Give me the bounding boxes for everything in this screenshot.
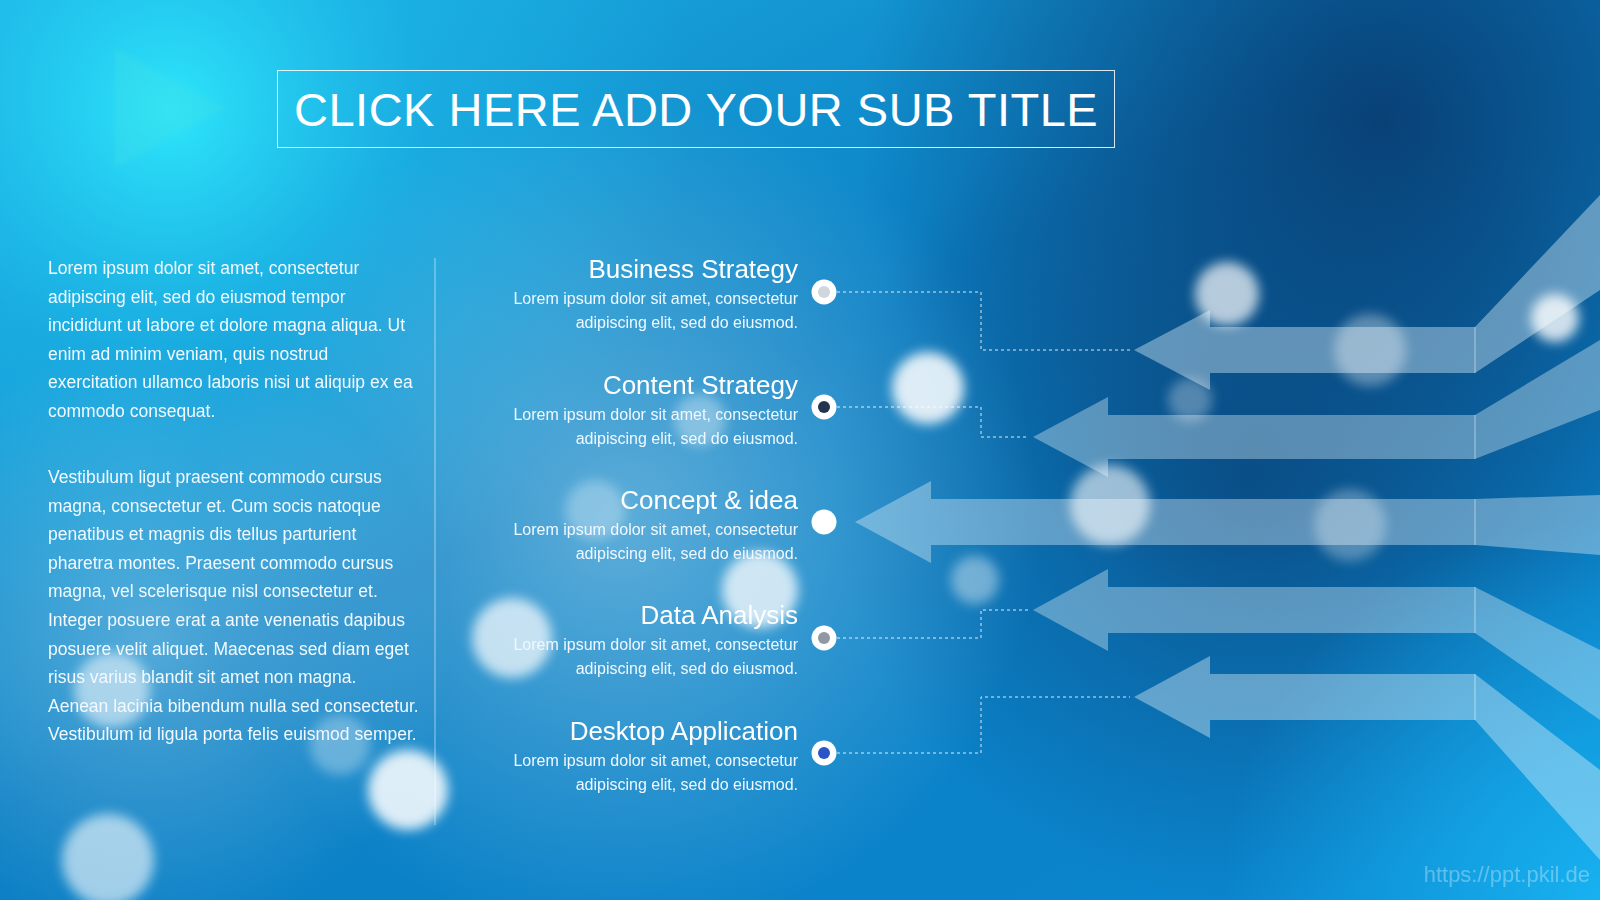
arrow-shape [1134, 195, 1600, 390]
dot-ring [812, 741, 837, 766]
dot-ring [812, 395, 837, 420]
marker-dot [812, 741, 837, 766]
item-description: Lorem ipsum dolor sit amet, consectetur … [480, 403, 798, 451]
leader-line [837, 610, 1029, 638]
leader-line [837, 292, 1130, 350]
marker-dot [812, 626, 837, 651]
bokeh-light [951, 556, 999, 604]
strategy-item: Business StrategyLorem ipsum dolor sit a… [476, 253, 798, 335]
watermark: https://ppt.pkil.de [1424, 862, 1590, 888]
dot-center [818, 632, 830, 644]
item-heading: Content Strategy [476, 369, 798, 401]
bokeh-light [1168, 378, 1212, 422]
dot-ring [812, 280, 837, 305]
bokeh-light [62, 814, 154, 900]
arrow-fold [1474, 499, 1476, 545]
arrow-fold [1474, 415, 1476, 459]
arrow-body [1134, 656, 1600, 860]
strategy-item: Data AnalysisLorem ipsum dolor sit amet,… [476, 599, 798, 681]
bokeh-light [1531, 294, 1579, 342]
item-heading: Data Analysis [476, 599, 798, 631]
item-description: Lorem ipsum dolor sit amet, consectetur … [480, 633, 798, 681]
marker-dot [812, 510, 837, 535]
strategy-item: Concept & ideaLorem ipsum dolor sit amet… [476, 484, 798, 566]
arrow-body [1033, 340, 1600, 477]
body-paragraph: Vestibulum ligut praesent commodo cursus… [48, 463, 420, 749]
dot-center [818, 401, 830, 413]
bokeh-light [1334, 314, 1406, 386]
title-box: CLICK HERE ADD YOUR SUB TITLE [277, 70, 1115, 148]
arrow-fold [1474, 674, 1476, 720]
arrow-shape [855, 481, 1600, 563]
body-paragraph: Lorem ipsum dolor sit amet, consectetur … [48, 254, 420, 426]
marker-dot [812, 280, 837, 305]
bokeh-light [310, 715, 370, 775]
bokeh-light [892, 352, 964, 424]
arrow-shape [1134, 656, 1600, 860]
item-heading: Desktop Application [476, 715, 798, 747]
bokeh-light [1195, 262, 1259, 326]
slide-title: CLICK HERE ADD YOUR SUB TITLE [294, 82, 1098, 137]
marker-dot [812, 395, 837, 420]
strategy-item: Content StrategyLorem ipsum dolor sit am… [476, 369, 798, 451]
leader-line [837, 697, 1130, 753]
item-description: Lorem ipsum dolor sit amet, consectetur … [480, 749, 798, 797]
arrow-body [1134, 195, 1600, 390]
arrow-body [855, 481, 1600, 563]
dot-center [818, 747, 830, 759]
leader-line [837, 407, 1029, 437]
arrow-fold [1474, 587, 1476, 633]
bokeh-light [368, 750, 448, 830]
arrow-shape [1033, 340, 1600, 477]
bokeh-light [1314, 489, 1386, 561]
item-description: Lorem ipsum dolor sit amet, consectetur … [480, 518, 798, 566]
dot-ring [812, 510, 837, 535]
strategy-item: Desktop ApplicationLorem ipsum dolor sit… [476, 715, 798, 797]
bokeh-light [1070, 465, 1150, 545]
dot-center [818, 286, 830, 298]
item-description: Lorem ipsum dolor sit amet, consectetur … [480, 287, 798, 335]
item-heading: Business Strategy [476, 253, 798, 285]
dot-ring [812, 626, 837, 651]
arrow-fold [1474, 327, 1476, 373]
bokeh-light [74, 652, 150, 728]
item-heading: Concept & idea [476, 484, 798, 516]
